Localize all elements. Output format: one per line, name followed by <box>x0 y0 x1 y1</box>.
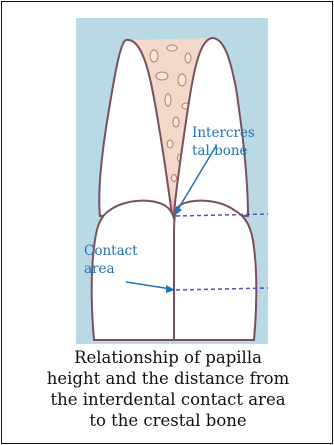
caption-line-2: height and the distance from <box>14 368 322 389</box>
dental-illustration <box>76 18 268 344</box>
interproximal-bone-label-line1: Intercres <box>192 124 255 142</box>
caption-line-4: to the crestal bone <box>14 410 322 431</box>
figure-caption: Relationship of papilla height and the d… <box>14 347 322 431</box>
contact-area-label-line2: area <box>84 260 138 278</box>
caption-line-1: Relationship of papilla <box>14 347 322 368</box>
interproximal-bone-label-line2: tal bone <box>192 142 255 160</box>
lower-right-crown <box>174 201 256 340</box>
contact-area-label: Contact area <box>84 242 138 278</box>
interproximal-bone-label: Intercres tal bone <box>192 124 255 160</box>
caption-line-3: the interdental contact area <box>14 389 322 410</box>
contact-area-label-line1: Contact <box>84 242 138 260</box>
